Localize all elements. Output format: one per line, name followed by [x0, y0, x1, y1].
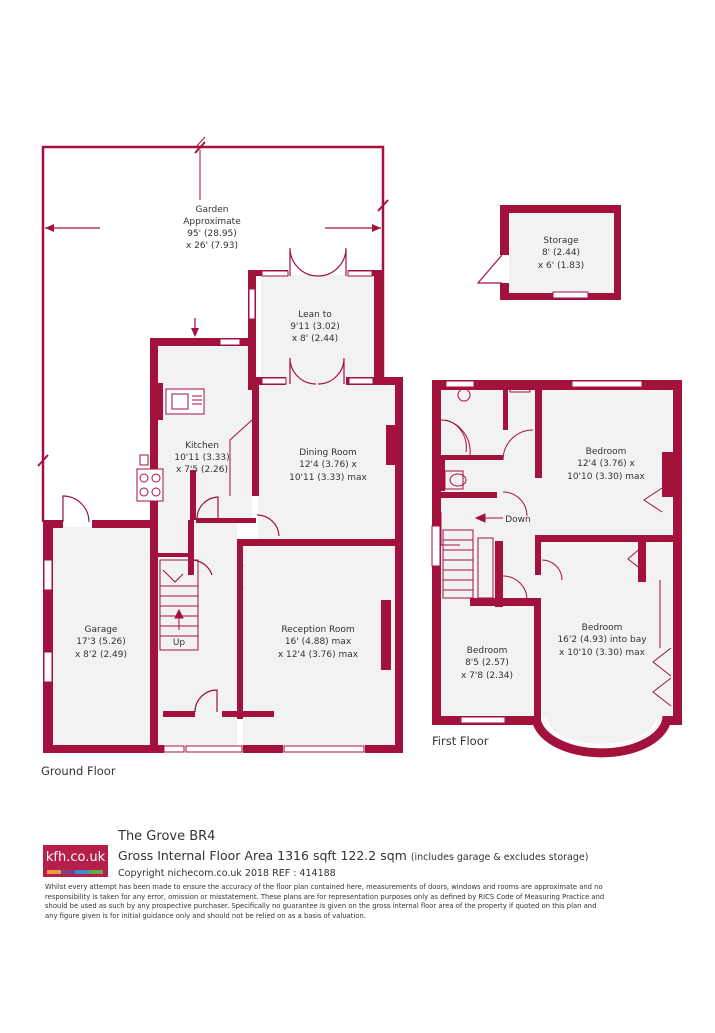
ground-floor-doors [62, 247, 347, 713]
storage-building [476, 205, 621, 300]
bay-window [531, 715, 672, 758]
garden-name: Garden [196, 205, 229, 215]
floor-area-note: (includes garage & excludes storage) [410, 852, 589, 863]
kfh-logo[interactable]: kfh.co.uk [43, 845, 108, 877]
first-floor-windows [431, 380, 643, 724]
floor-plan: Garden Approximate 95' (28.95) x 26' (7.… [37, 136, 682, 778]
garden-dim2: x 26' (7.93) [186, 241, 238, 251]
kitchen-name: Kitchen [185, 441, 219, 451]
first-floor-fills [440, 388, 672, 746]
kitchen-dim1: 10'11 (3.33) [174, 453, 229, 463]
bedroom2-dim1: 16'2 (4.93) into bay [557, 635, 647, 645]
copyright: Copyright nichecom.co.uk 2018 REF : 4141… [118, 868, 336, 879]
reception-dim1: 16' (4.88) max [285, 637, 352, 647]
lean-to-name: Lean to [298, 310, 332, 320]
dining-name: Dining Room [299, 448, 357, 458]
stairs-down-label: Down [505, 515, 531, 525]
floor-area: Gross Internal Floor Area 1316 sqft 122.… [118, 848, 588, 863]
dining-dim1: 12'4 (3.76) x [299, 460, 357, 470]
reception-name: Reception Room [281, 625, 354, 635]
room-labels: Garden Approximate 95' (28.95) x 26' (7.… [41, 205, 647, 778]
bedroom1-dim1: 12'4 (3.76) x [577, 459, 635, 469]
property-title: The Grove BR4 [118, 829, 216, 844]
garage-dim2: x 8'2 (2.49) [75, 650, 127, 660]
garden-sub: Approximate [183, 217, 241, 227]
storage-dim2: x 6' (1.83) [538, 261, 584, 271]
bedroom1-dim2: 10'10 (3.30) max [567, 472, 645, 482]
bedroom1-name: Bedroom [586, 447, 627, 457]
kitchen-fittings [136, 388, 253, 502]
reception-dim2: x 12'4 (3.76) max [278, 650, 359, 660]
ground-floor-windows [43, 270, 374, 753]
logo-text: kfh.co.uk [45, 850, 106, 865]
disclaimer: Whilst every attempt has been made to en… [45, 883, 605, 920]
garden-dim1: 95' (28.95) [187, 229, 237, 239]
garage-name: Garage [85, 625, 118, 635]
lean-to-dim1: 9'11 (3.02) [290, 322, 340, 332]
ground-floor-label: Ground Floor [41, 764, 116, 778]
bedroom3-name: Bedroom [467, 646, 508, 656]
bedroom3-dim2: x 7'8 (2.34) [461, 671, 513, 681]
logo-stripes [47, 870, 103, 874]
garden-outline [37, 136, 389, 522]
ground-floor-fills [51, 275, 395, 746]
bedroom2-name: Bedroom [582, 623, 623, 633]
ground-stairs [159, 559, 199, 651]
storage-name: Storage [543, 236, 579, 246]
ground-floor-walls [43, 270, 403, 753]
dining-dim2: 10'11 (3.33) max [289, 473, 367, 483]
bedroom2-dim2: x 10'10 (3.30) max [559, 648, 646, 658]
first-floor-label: First Floor [432, 734, 489, 748]
kitchen-dim2: x 7'5 (2.26) [176, 465, 228, 475]
first-floor-fittings [440, 381, 672, 707]
floor-area-text: Gross Internal Floor Area 1316 sqft 122.… [118, 848, 407, 863]
stairs-up-label: Up [173, 638, 186, 648]
storage-dim1: 8' (2.44) [542, 248, 580, 258]
lean-to-dim2: x 8' (2.44) [292, 334, 338, 344]
garage-dim1: 17'3 (5.26) [76, 637, 126, 647]
bedroom3-dim1: 8'5 (2.57) [465, 658, 509, 668]
